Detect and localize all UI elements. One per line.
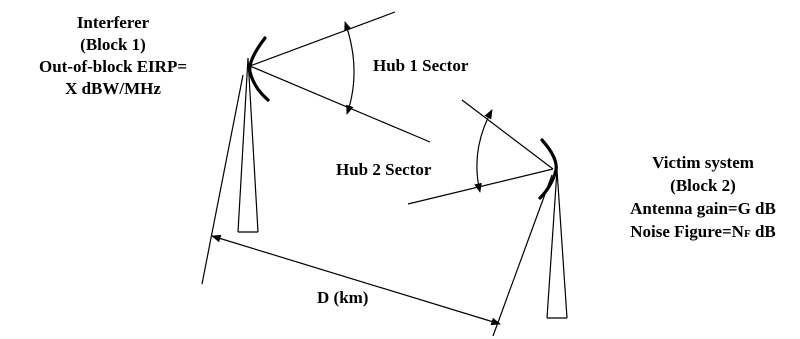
hub2-sector-arc bbox=[474, 109, 493, 193]
victim-antenna-dish bbox=[538, 138, 558, 200]
interferer-block: (Block 1) bbox=[80, 35, 146, 54]
distance-arrow bbox=[211, 234, 501, 326]
distance-left-reference-line bbox=[201, 74, 244, 285]
victim-title: Victim system bbox=[652, 153, 754, 172]
victim-tower bbox=[546, 169, 568, 319]
hub1-sector-lower-edge bbox=[249, 65, 431, 143]
interferer-eirp-value: X dBW/MHz bbox=[65, 79, 161, 98]
distance-label: D (km) bbox=[317, 288, 368, 307]
distance-right-reference-line bbox=[492, 174, 553, 337]
interferer-label: Interferer (Block 1) Out-of-block EIRP= … bbox=[39, 13, 187, 98]
victim-label: Victim system (Block 2) Antenna gain=G d… bbox=[630, 153, 776, 241]
victim-block: (Block 2) bbox=[670, 176, 736, 195]
interferer-antenna-dish bbox=[248, 36, 270, 102]
interferer-tower bbox=[237, 57, 259, 233]
hub1-sector-label: Hub 1 Sector bbox=[373, 56, 469, 75]
hub2-sector-label: Hub 2 Sector bbox=[336, 160, 432, 179]
hub1-sector-upper-edge bbox=[249, 11, 396, 67]
interferer-eirp: Out-of-block EIRP= bbox=[39, 57, 187, 76]
interferer-title: Interferer bbox=[77, 13, 150, 32]
hub1-sector-arc bbox=[344, 21, 355, 115]
victim-antenna-gain: Antenna gain=G dB bbox=[630, 199, 776, 218]
victim-noise-figure: Noise Figure=NF dB bbox=[630, 222, 776, 241]
hub2-sector-upper-edge bbox=[461, 99, 554, 170]
